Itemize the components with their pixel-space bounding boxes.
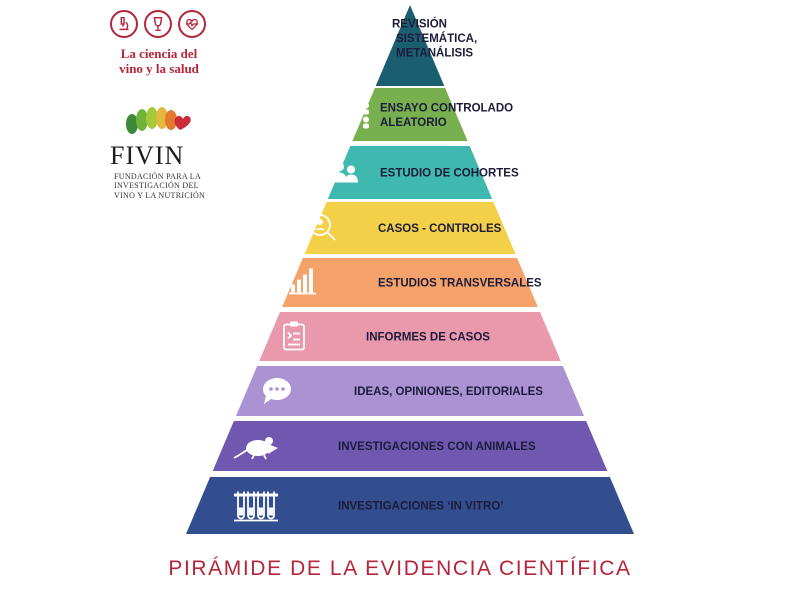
brand-block: La ciencia del vino y la salud FIVIN FUN… <box>102 8 222 203</box>
tier-shape <box>327 146 493 199</box>
tier-label: INVESTIGACIONES CON ANIMALES <box>338 441 536 453</box>
tier-label: SISTEMÁTICA, <box>396 32 477 45</box>
speech-bubble-icon <box>262 378 291 404</box>
tier-label: ENSAYO CONTROLADO <box>380 102 513 114</box>
tier-shape <box>375 5 445 86</box>
group-people-icon <box>320 161 358 183</box>
tier-label: REVISIÓN <box>392 18 447 31</box>
pyramid-tier-6: INFORMES DE CASOS <box>259 312 561 361</box>
pyramid-tier-8: INVESTIGACIONES CON ANIMALES <box>212 421 608 471</box>
tier-shape <box>282 258 538 307</box>
tagline-line-1: La ciencia del <box>120 46 198 61</box>
bar-chart-icon <box>289 268 316 295</box>
randomized-people-icon <box>345 102 369 129</box>
mouse-icon <box>233 437 278 460</box>
fivin-sub-line-2: INVESTIGACIÓN DEL <box>114 181 199 191</box>
pyramid-tier-2: ENSAYO CONTROLADO ALEATORIO <box>345 88 513 141</box>
tier-label: IDEAS, OPINIONES, EDITORIALES <box>354 386 543 398</box>
brand-tagline: La ciencia del vino y la salud <box>102 46 216 76</box>
tier-label: ESTUDIOS TRANSVERSALES <box>378 278 542 290</box>
heart-pulse-icon <box>178 10 206 38</box>
test-tubes-icon <box>234 491 278 522</box>
pyramid-tier-7: IDEAS, OPINIONES, EDITORIALES <box>235 366 585 416</box>
microscope-icon <box>110 10 138 38</box>
magnify-person-icon <box>309 214 336 241</box>
tier-shape <box>259 312 561 361</box>
tier-shape <box>212 421 608 471</box>
fivin-sub-line-3: VINO Y LA NUTRICIÓN <box>114 190 206 200</box>
tier-label: INVESTIGACIONES ‘IN VITRO’ <box>338 501 504 513</box>
pyramid-title: PIRÁMIDE DE LA EVIDENCIA CIENTÍFICA <box>168 557 632 580</box>
tier-label: CASOS - CONTROLES <box>378 223 502 235</box>
tier-label: METANÁLISIS <box>396 47 473 60</box>
tier-label: INFORMES DE CASOS <box>366 332 490 344</box>
fivin-logo-subtitle: FUNDACIÓN PARA LA INVESTIGACIÓN DEL VINO… <box>114 172 224 200</box>
fivin-sub-line-1: FUNDACIÓN PARA LA <box>114 172 202 181</box>
tier-shape <box>304 202 516 254</box>
pyramid-tier-4: CASOS - CONTROLES <box>304 202 516 254</box>
pyramid-tier-5: ESTUDIOS TRANSVERSALES <box>282 258 542 307</box>
tier-label: ALEATORIO <box>380 117 447 129</box>
tier-shape <box>235 366 585 416</box>
tagline-line-2: vino y la salud <box>119 61 199 76</box>
brand-icons <box>110 10 206 38</box>
tier-shape <box>352 88 468 141</box>
tier-shape <box>186 477 634 534</box>
wine-glass-icon <box>144 10 172 38</box>
fivin-logo-name: FIVIN <box>110 141 185 170</box>
clipboard-report-icon <box>283 321 305 351</box>
document-search-icon <box>352 44 375 70</box>
pyramid-tier-3: ESTUDIO DE COHORTES <box>320 146 519 199</box>
pyramid-tier-9: INVESTIGACIONES ‘IN VITRO’ <box>186 477 634 534</box>
tier-label: ESTUDIO DE COHORTES <box>380 168 519 180</box>
fivin-logo-leaves-icon <box>126 107 191 134</box>
